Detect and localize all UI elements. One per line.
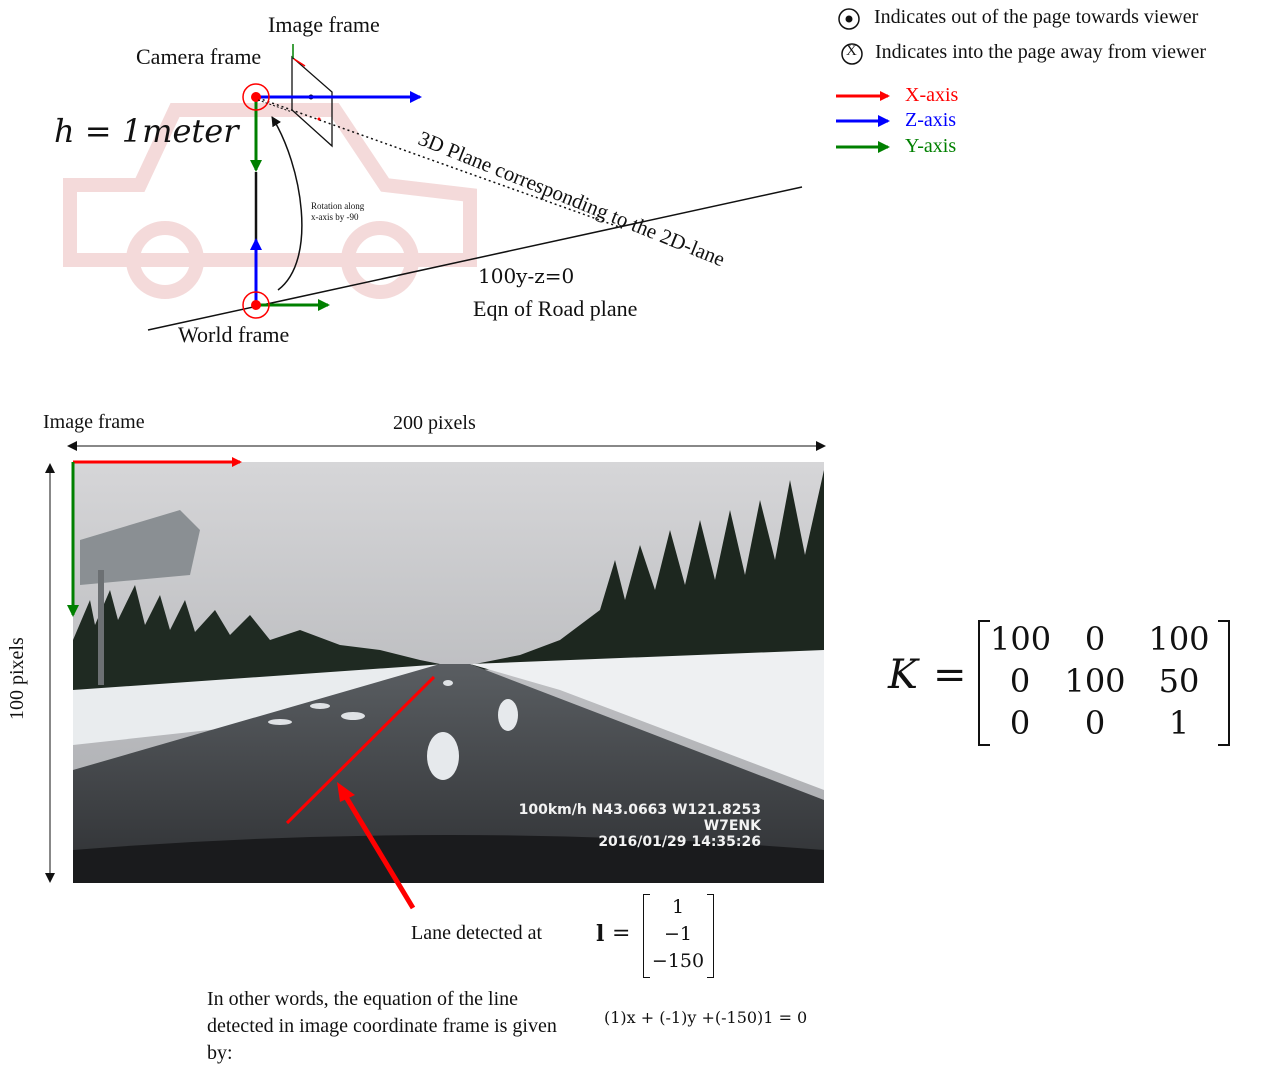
k-matrix: 100 0 100 0 100 50 0 0 1	[990, 618, 1218, 744]
legend-into-page: Indicates into the page away from viewer	[875, 41, 1206, 63]
overlay-timestamp: 2016/01/29 14:35:26	[598, 834, 761, 850]
lane-explanation: In other words, the equation of the line…	[207, 988, 557, 1064]
world-origin-dot-icon	[251, 300, 261, 310]
out-of-page-icon	[838, 8, 860, 30]
k-cell: 100	[1148, 620, 1210, 658]
legend-z-axis: Z-axis	[905, 109, 957, 131]
lane-pointer-arrow	[340, 790, 416, 910]
overlay-speed-location: 100km/h N43.0663 W121.8253	[518, 802, 761, 818]
lane-cell: −1	[663, 923, 692, 945]
k-symbol: K	[888, 652, 918, 698]
legend-out-of-page: Indicates out of the page towards viewer	[874, 6, 1199, 28]
rotation-label-line2: x-axis by -90	[311, 212, 359, 222]
image-frame-x-axis	[293, 58, 306, 67]
lane-vector: 1 −1 −150	[648, 894, 708, 975]
road-equation: 100y-z=0	[478, 264, 575, 288]
camera-origin-ring	[242, 83, 270, 111]
projected-point	[317, 117, 321, 121]
camera-frame-label: Camera frame	[136, 44, 262, 69]
detected-lane-line	[285, 675, 436, 825]
k-equals: =	[933, 652, 967, 698]
lane-label: Lane detected at	[411, 922, 543, 944]
legend-x-axis: X-axis	[905, 84, 959, 106]
rotation-label: Rotation along x-axis by -90	[311, 201, 364, 223]
legend-into-page-symbol: X	[846, 43, 857, 59]
k-cell: 1	[1168, 704, 1190, 742]
k-cell: 50	[1158, 662, 1200, 700]
car-watermark-icon	[63, 103, 477, 299]
k-left-bracket	[978, 620, 990, 746]
height-pixels-label: 100 pixels	[6, 637, 28, 720]
lane-right-bracket	[707, 894, 714, 978]
world-origin-ring	[242, 291, 270, 319]
k-right-bracket	[1218, 620, 1230, 746]
road-photo	[73, 462, 824, 883]
lane-cell: 1	[671, 896, 685, 918]
image-frame-label: Image frame	[268, 12, 380, 37]
rotation-label-line1: Rotation along	[311, 201, 365, 211]
lane-equation: (1)x + (-1)y +(-150)1 = 0	[604, 1008, 808, 1027]
overlay-callsign: W7ENK	[703, 818, 761, 834]
lane-left-bracket	[643, 894, 650, 978]
k-cell: 100	[990, 620, 1052, 658]
lane-cell: −150	[651, 950, 705, 972]
width-label: 200 pixels	[393, 412, 476, 434]
road-plane-label: Eqn of Road plane	[473, 296, 638, 321]
k-cell: 0	[1009, 662, 1031, 700]
rotation-arc	[271, 116, 303, 291]
image-frame-label-2: Image frame	[43, 411, 145, 433]
k-cell: 0	[1084, 620, 1106, 658]
camera-origin-dot-icon	[251, 92, 261, 102]
lane-equals: =	[612, 921, 631, 946]
lane-pointer-arrowhead	[337, 782, 355, 802]
height-label: h = 1meter	[54, 112, 239, 150]
k-cell: 0	[1084, 704, 1106, 742]
lane-symbol: l	[596, 921, 605, 947]
image-plane	[291, 55, 333, 148]
into-page-icon	[841, 43, 863, 65]
legend-y-axis: Y-axis	[905, 135, 957, 157]
k-cell: 100	[1064, 662, 1126, 700]
k-cell: 0	[1009, 704, 1031, 742]
photo-overlay: 100km/h N43.0663 W121.8253 W7ENK 2016/01…	[511, 802, 761, 850]
world-frame-label: World frame	[178, 322, 290, 347]
